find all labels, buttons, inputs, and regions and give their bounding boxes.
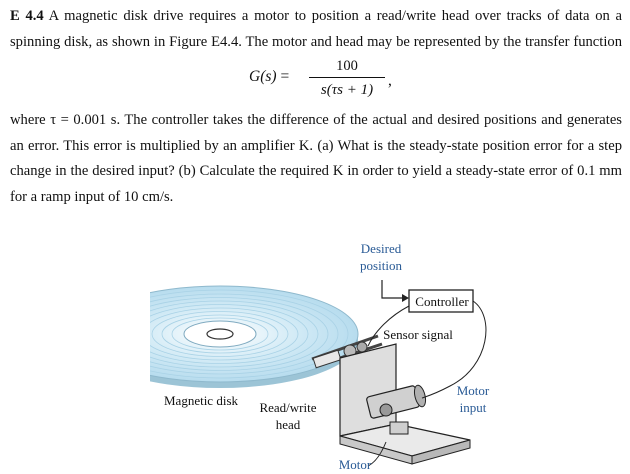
equation-lhs-text: G(s) (249, 68, 277, 85)
label-magnetic-disk: Magnetic disk (163, 393, 238, 408)
equation-fraction: 100 s(τs + 1) (309, 56, 385, 100)
sensor-signal-wire (367, 305, 410, 347)
label-motor-input-1: Motor (456, 383, 490, 398)
label-desired: Desired (360, 241, 402, 256)
equation-comma: , (388, 72, 392, 89)
label-controller: Controller (415, 294, 469, 309)
label-desired-position: Desired position (355, 240, 407, 274)
fraction-bar (309, 77, 385, 78)
problem-number: E 4.4 (10, 8, 44, 24)
mount-plate (339, 343, 397, 437)
problem-statement-part2: where τ = 0.001 s. The controller takes … (10, 112, 622, 205)
label-head: head (275, 417, 301, 432)
label-motor: Motor (338, 457, 372, 472)
spindle-hole (206, 328, 234, 340)
label-position: position (360, 258, 402, 273)
equation-lhs: G(s) = (249, 68, 289, 86)
label-read-write: Read/write (259, 400, 317, 415)
desired-position-arrow (381, 280, 402, 299)
label-sensor-signal: Sensor signal (383, 327, 453, 342)
label-motor-input: Motor input (448, 382, 498, 416)
motor-shape (366, 384, 427, 435)
equation-numerator: 100 (336, 58, 358, 74)
label-motor-input-2: input (459, 400, 487, 415)
problem-text-part1: A magnetic disk drive requires a motor t… (10, 8, 623, 50)
equation-denominator: s(τs + 1) (320, 82, 374, 98)
transfer-function-equation: G(s) = 100 s(τs + 1) , (0, 56, 630, 104)
motor-pointer (367, 441, 387, 467)
base-plate-side (411, 439, 471, 465)
label-read-write-head: Read/write head (254, 399, 322, 433)
motor-input-wire (421, 300, 487, 399)
problem-statement-part1: E 4.4 A magnetic disk drive requires a m… (10, 4, 622, 55)
equals-sign: = (280, 68, 290, 85)
disk-drive-figure (150, 280, 487, 467)
disk-tracks (150, 289, 349, 379)
desired-position-arrowhead (402, 294, 409, 302)
